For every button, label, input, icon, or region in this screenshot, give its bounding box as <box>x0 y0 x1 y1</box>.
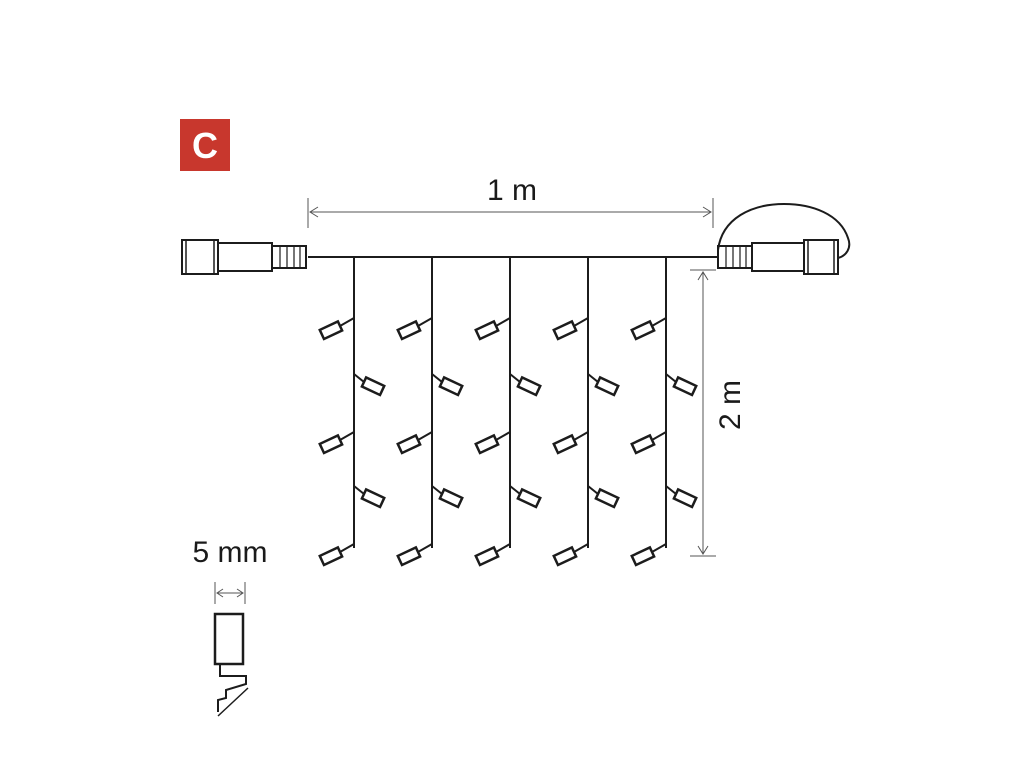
led-bulb <box>396 317 433 341</box>
led-bulb <box>509 485 542 509</box>
width-dimension: 1 m <box>307 174 714 228</box>
strand <box>396 258 464 567</box>
badge-letter: C <box>192 125 218 166</box>
strand <box>552 258 620 567</box>
right-connector <box>717 202 851 275</box>
led-bulb <box>665 485 698 509</box>
led-bulb <box>431 373 464 397</box>
strand <box>630 258 698 567</box>
strand <box>318 258 386 567</box>
led-bulb <box>474 431 511 455</box>
led-bulb <box>665 373 698 397</box>
led-bulb <box>396 431 433 455</box>
led-bulb <box>630 431 667 455</box>
end-cap-loop <box>717 202 851 259</box>
width-label: 1 m <box>487 174 537 207</box>
led-bulb <box>552 543 589 567</box>
led-bulb <box>353 373 386 397</box>
bulb-size-label: 5 mm <box>193 536 268 569</box>
badge-background <box>180 119 230 171</box>
led-bulb <box>353 485 386 509</box>
led-bulb <box>552 431 589 455</box>
led-bulb <box>587 373 620 397</box>
led-bulb <box>431 485 464 509</box>
led-bulb <box>318 317 355 341</box>
led-bulb <box>630 543 667 567</box>
led-bulb <box>509 373 542 397</box>
led-bulb <box>318 431 355 455</box>
led-bulb <box>587 485 620 509</box>
led-bulb <box>396 543 433 567</box>
led-bulb <box>630 317 667 341</box>
led-bulb <box>552 317 589 341</box>
height-label: 2 m <box>714 380 747 430</box>
led-bulb <box>474 543 511 567</box>
left-connector <box>181 239 307 275</box>
height-dimension: 2 m <box>690 269 747 557</box>
strand <box>474 258 542 567</box>
bulb-size-detail: 5 mm <box>193 536 268 717</box>
led-bulb <box>474 317 511 341</box>
led-bulb-icon <box>213 612 249 717</box>
led-bulb <box>318 543 355 567</box>
variant-badge: C <box>180 119 230 171</box>
light-strands <box>318 258 698 567</box>
